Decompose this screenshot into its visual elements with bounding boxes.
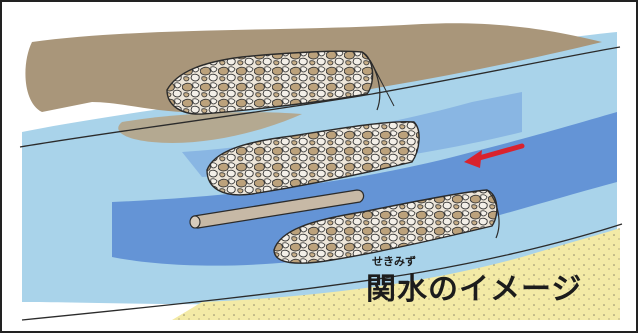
red-flow-arrow-icon	[464, 143, 525, 168]
gabion-top	[166, 50, 374, 115]
bank-line-upper	[19, 46, 621, 148]
caption: せきみず 関水のイメージ	[366, 255, 583, 308]
caption-text: 関水のイメージ	[366, 272, 583, 307]
gabion-bottom	[273, 189, 498, 264]
caption-ruby: せきみず	[372, 255, 416, 268]
bank-line-lower	[21, 223, 623, 321]
deep-water-band	[112, 112, 617, 266]
gabion-middle	[206, 121, 420, 196]
